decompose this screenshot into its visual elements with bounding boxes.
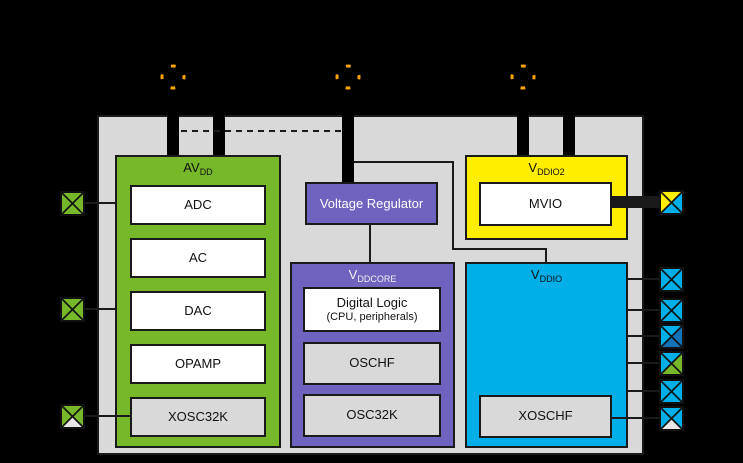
wire-mvio-pin	[612, 196, 660, 208]
supply-node-icon-vdd	[335, 64, 361, 90]
supply-node-icon-vddio2	[510, 64, 536, 90]
wire-io-pin1	[628, 278, 660, 280]
digital-logic-subtitle: (CPU, peripherals)	[326, 310, 418, 323]
vddcore-domain: VDDCORE Digital Logic (CPU, peripherals)…	[290, 262, 455, 448]
block-mvio: MVIO	[479, 182, 612, 226]
supply-bar-vdd	[342, 89, 354, 184]
wire-analog-pin1	[83, 202, 115, 204]
voltage-regulator-block: Voltage Regulator	[305, 182, 438, 225]
io-pin-icon-3	[659, 379, 684, 404]
supply-bar-vddio2-2	[563, 89, 575, 157]
vddcore-domain-label: VDDCORE	[348, 267, 397, 284]
vddio2-domain-label: VDDIO2	[528, 160, 565, 177]
wire-io-pin3	[628, 335, 660, 337]
xosc32k-crystal-pin-icon	[60, 404, 85, 429]
avdd-domain: AVDD ADC AC DAC OPAMP XOSC32K	[115, 155, 281, 448]
dashed-supply-link	[181, 130, 342, 132]
block-digital-logic: Digital Logic (CPU, peripherals)	[303, 287, 441, 332]
mvio-pin-icon	[659, 190, 684, 215]
block-adc: ADC	[130, 185, 266, 225]
block-xosc32k: XOSC32K	[130, 397, 266, 437]
analog-pin-icon-2	[60, 297, 85, 322]
io-pin-icon-1	[659, 267, 684, 292]
vddio-domain: VDDIO XOSCHF	[465, 262, 628, 448]
supply-bar-avdd-1	[167, 89, 179, 157]
vddio-domain-label: VDDIO	[530, 267, 563, 284]
block-xoschf: XOSCHF	[479, 395, 612, 438]
block-dac: DAC	[130, 291, 266, 331]
digital-logic-title: Digital Logic	[336, 294, 408, 310]
analog-pin-icon-1	[60, 191, 85, 216]
wire-vdd-tap-h1	[354, 161, 454, 163]
block-osc32k: OSC32K	[303, 394, 441, 437]
wire-vdd-tap-v2	[545, 248, 547, 264]
supply-node-icon-avdd	[160, 64, 186, 90]
xoschf-crystal-pin-icon	[659, 406, 684, 431]
wire-io-pin5	[628, 390, 660, 392]
block-ac: AC	[130, 238, 266, 278]
vddio2-domain: VDDIO2 MVIO	[465, 155, 628, 240]
block-opamp: OPAMP	[130, 344, 266, 384]
avdd-domain-label: AVDD	[183, 160, 213, 177]
wire-io-pin4	[628, 362, 660, 364]
wire-io-pin2	[628, 309, 660, 311]
io-pin-icon-2	[659, 298, 684, 323]
supply-bar-vddio2-1	[517, 89, 529, 157]
block-oschf: OSCHF	[303, 342, 441, 385]
wire-analog-pin2	[83, 308, 115, 310]
wire-vreg-to-vddcore	[369, 225, 371, 262]
io-pin-alt-blue-icon	[659, 324, 684, 349]
io-pin-alt-green-icon	[659, 351, 684, 376]
wire-xosc32k-pin	[83, 415, 130, 417]
wire-vdd-tap-h2	[452, 248, 547, 250]
wire-xoschf-pin	[611, 417, 660, 419]
supply-bar-avdd-2	[213, 89, 225, 157]
wire-vdd-tap-v1	[452, 161, 454, 250]
